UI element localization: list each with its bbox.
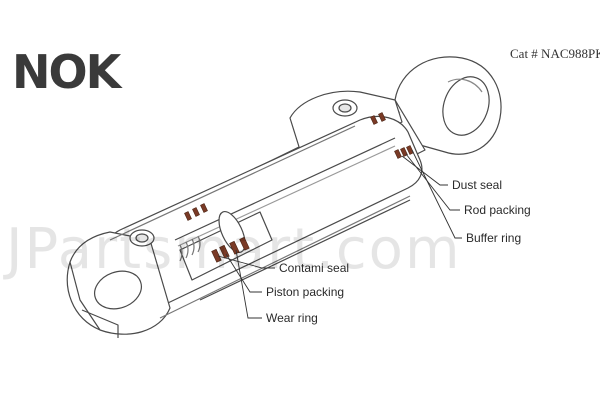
- label-buffer-ring: Buffer ring: [466, 231, 521, 245]
- label-wear-ring: Wear ring: [266, 311, 318, 325]
- watermark: JPartsmart.com: [3, 217, 462, 282]
- head-seal-part-1: [370, 115, 378, 125]
- label-piston-packing: Piston packing: [266, 285, 344, 299]
- upper-seal-part-1: [184, 211, 192, 221]
- cylinder-bottom-eye: [66, 229, 171, 338]
- rod-end-eye: [394, 56, 502, 155]
- contami-seal-part: [211, 248, 222, 263]
- label-rod-packing: Rod packing: [464, 203, 531, 217]
- nok-logo: NOK: [12, 45, 124, 99]
- upper-seal-part-2: [192, 207, 200, 217]
- label-dust-seal: Dust seal: [452, 178, 502, 192]
- dust-seal-part: [394, 149, 402, 159]
- head-seal-part-2: [378, 112, 386, 122]
- buffer-ring-part: [406, 145, 414, 155]
- wear-ring-part-2: [239, 236, 250, 251]
- seal-components: [184, 112, 414, 263]
- catalog-number: Cat # NAC988PK: [510, 46, 600, 61]
- label-contami-seal: Contami seal: [279, 261, 349, 275]
- upper-seal-part-3: [200, 203, 208, 213]
- cylinder-illustration: [66, 56, 502, 338]
- leader-lines: [217, 149, 462, 319]
- piston-cutaway: [179, 211, 273, 281]
